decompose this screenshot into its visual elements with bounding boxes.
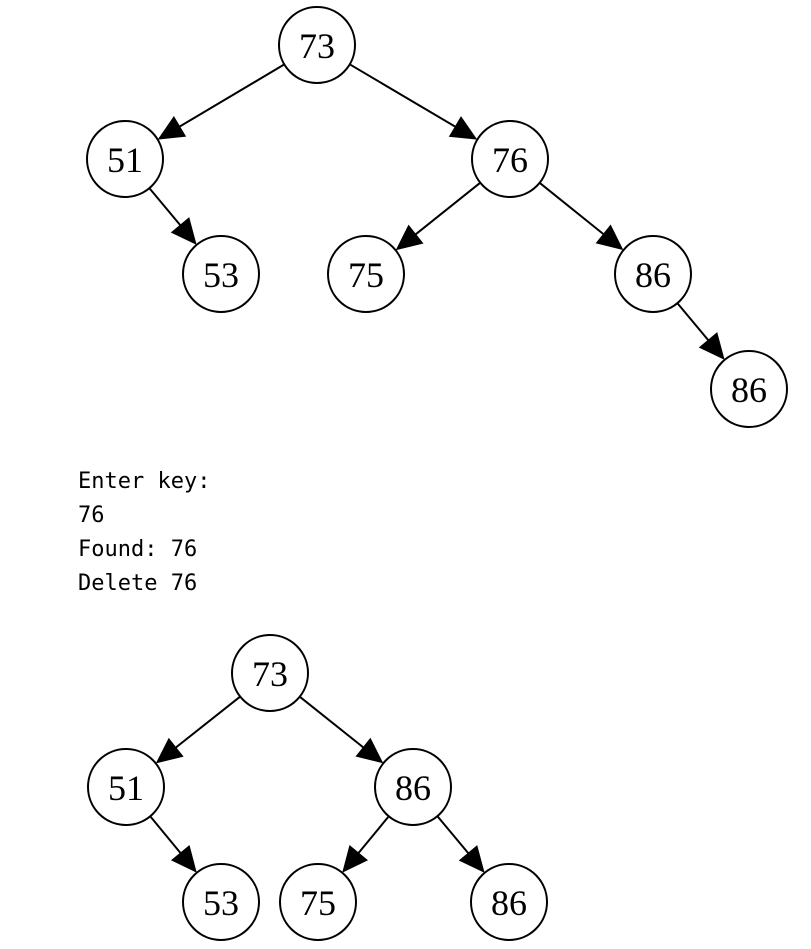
tree-node: 86 [374,748,452,826]
node-label: 76 [492,140,528,180]
console-line-delete: Delete 76 [78,571,198,596]
node-label: 73 [299,26,335,66]
node-label: 86 [731,370,767,410]
tree-node: 53 [182,235,260,313]
highlighted-node-circle [614,235,692,313]
node-circle [279,863,357,941]
edge-line [173,695,241,750]
tree-node: 51 [87,748,165,826]
edge-line [356,815,390,855]
node-label: 75 [300,883,336,923]
node-label: 86 [491,883,527,923]
edge-line [676,302,711,343]
edges [149,695,485,873]
edge-line [413,181,481,237]
edge-line [436,815,471,856]
node-circle [231,634,309,712]
tree-node: 53 [182,863,260,941]
tree-edge-arrow [349,63,478,140]
node-label: 53 [203,883,239,923]
edge-line [149,815,183,855]
tree-edge-arrow [342,815,390,873]
node-label: 75 [348,255,384,295]
tree-node: 86 [470,863,548,941]
arrow-head [157,116,187,140]
tree-edge-arrow [436,815,485,873]
tree-edge-arrow [676,302,725,360]
edge-line [538,182,606,236]
node-label: 53 [203,255,239,295]
node-label: 86 [635,255,671,295]
tree-node: 76 [471,120,549,198]
node-label: 73 [252,654,288,694]
node-label: 51 [108,768,144,808]
node-circle [374,748,452,826]
arrow-head [395,224,424,251]
node-circle [710,350,788,428]
node-circle [86,120,164,198]
console-line-input: 76 [78,503,105,528]
tree-node: 86 [710,350,788,428]
edges [148,63,725,360]
tree-node: 75 [279,863,357,941]
node-circle [327,235,405,313]
tree-edge-arrow [148,187,197,245]
arrow-head [595,224,624,251]
node-circle [182,863,260,941]
node-circle [87,748,165,826]
tree-node: 75 [327,235,405,313]
arrow-head [170,845,197,873]
tree-edge-arrow [299,695,384,764]
edge-line [299,695,366,750]
node-circle [278,6,356,84]
tree-node: 86 [614,235,692,313]
arrow-head [458,845,485,873]
arrow-head [355,737,384,764]
tree-node: 73 [231,634,309,712]
console-line-found: Found: 76 [78,537,198,562]
edge-line [177,63,285,129]
node-circle [471,120,549,198]
nodes: 73 51 53 86 75 86 [87,634,548,941]
node-label: 86 [395,768,431,808]
tree-edge-arrow [538,182,624,251]
node-circle [182,235,260,313]
tree-edge-arrow [149,815,197,873]
arrow-head [448,116,478,140]
tree-edge-arrow [157,63,285,140]
tree-node: 51 [86,120,164,198]
arrow-head [342,845,369,873]
edge-line [148,187,183,228]
nodes: 73 51 53 76 75 86 86 [86,6,788,428]
arrow-head [155,737,184,764]
node-circle [470,863,548,941]
console-line-prompt: Enter key: [78,469,211,494]
bst-after-delete: 73 51 53 86 75 86 [87,634,548,941]
console-output: Enter key: 76 Found: 76 Delete 76 [78,465,210,601]
bst-before-delete: 73 51 53 76 75 86 86 [86,6,788,428]
node-label: 51 [107,140,143,180]
tree-node: 73 [278,6,356,84]
arrow-head [698,332,725,360]
tree-edge-arrow [155,695,241,764]
arrow-head [170,217,197,245]
tree-edge-arrow [395,181,481,251]
edge-line [349,63,458,129]
